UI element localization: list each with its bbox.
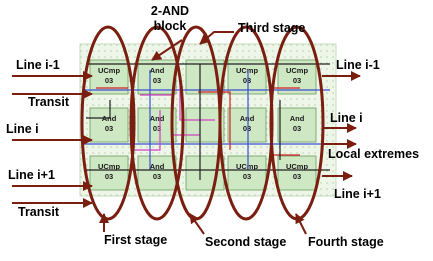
label-line-i-right: Line i xyxy=(330,111,363,125)
cell-block xyxy=(137,107,177,143)
label-second-stage: Second stage xyxy=(205,235,286,249)
cell-number: 03 xyxy=(243,172,251,181)
label-line-ip1-left: Line i+1 xyxy=(8,168,55,182)
input-arrows xyxy=(12,71,93,208)
ellipse-second-stage xyxy=(129,25,185,221)
label-third-stage: Third stage xyxy=(238,21,305,35)
wire-pink-3 xyxy=(132,110,161,151)
label-local-extremes: Local extremes xyxy=(328,147,419,161)
cell-number: 03 xyxy=(243,76,251,85)
cell-block xyxy=(277,155,317,191)
pointer-and-block xyxy=(151,39,183,61)
cell-number: 03 xyxy=(153,76,161,85)
cell-name: And xyxy=(150,114,165,123)
pointer-fourth-stage xyxy=(295,213,307,235)
wire-dark-1 xyxy=(86,100,111,119)
label-first-stage: First stage xyxy=(104,233,167,247)
cell-name: And xyxy=(290,114,305,123)
cell-name: UCmp xyxy=(98,162,121,171)
label-transit-bottom: Transit xyxy=(18,205,60,219)
cell-name: And xyxy=(240,114,255,123)
cell-name: UCmp xyxy=(286,66,309,75)
cell-number: 03 xyxy=(153,124,161,133)
cell-number: 03 xyxy=(105,124,113,133)
label-line-ip1-right: Line i+1 xyxy=(334,187,381,201)
cell-name: UCmp xyxy=(236,66,259,75)
cell-name: UCmp xyxy=(98,66,121,75)
cell-block xyxy=(89,107,129,143)
cell-block xyxy=(227,155,267,191)
cell-block xyxy=(227,107,267,143)
cell-number: 03 xyxy=(153,172,161,181)
label-transit-top: Transit xyxy=(28,95,70,109)
label-line-im1-right: Line i-1 xyxy=(336,58,380,72)
cell-number: 03 xyxy=(293,172,301,181)
cell-name: And xyxy=(150,162,165,171)
cell-block xyxy=(137,59,177,95)
label-fourth-stage: Fourth stage xyxy=(308,235,384,249)
label-line-im1-left: Line i-1 xyxy=(16,58,60,72)
cell-block xyxy=(277,107,317,143)
cell-name: And xyxy=(150,66,165,75)
cell-block xyxy=(137,155,177,191)
cell-block xyxy=(89,155,129,191)
cell-name: UCmp xyxy=(286,162,309,171)
cell-number: 03 xyxy=(243,124,251,133)
label-and-block-line2: block xyxy=(154,19,187,33)
pointer-second-stage xyxy=(189,213,205,235)
cell-number: 03 xyxy=(293,76,301,85)
pointer-third-stage xyxy=(199,31,234,45)
output-arrows xyxy=(322,71,361,181)
label-line-i-left: Line i xyxy=(6,122,39,136)
cell-number: 03 xyxy=(293,124,301,133)
wire-red-2 xyxy=(198,91,231,150)
cell-block xyxy=(185,107,225,143)
wiring xyxy=(84,63,330,180)
pointer-lines xyxy=(99,31,307,235)
cell-block xyxy=(227,59,267,95)
cell-name: UCmp xyxy=(236,162,259,171)
label-and-block-line1: 2-AND xyxy=(151,4,189,18)
cell-number: 03 xyxy=(105,172,113,181)
wire-pink-2 xyxy=(179,82,215,121)
cell-number: 03 xyxy=(105,76,113,85)
